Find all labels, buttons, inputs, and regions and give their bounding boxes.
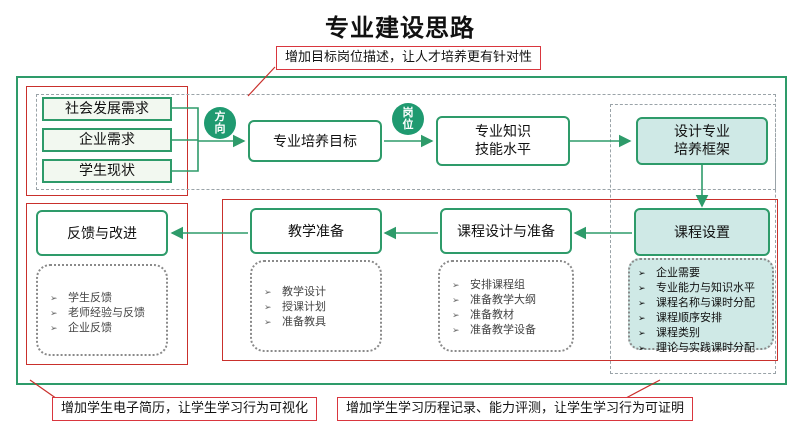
bottom-red-frame bbox=[222, 199, 778, 361]
feedback-red-frame bbox=[26, 203, 188, 365]
list-item: ➢准备教学大纲 bbox=[452, 293, 536, 306]
list-item: ➢理论与实践课时分配 bbox=[638, 341, 755, 354]
list-item: ➢准备教具 bbox=[264, 315, 326, 328]
note-learning-record: 增加学生学习历程记录、能力评测，让学生学习行为可证明 bbox=[337, 397, 694, 421]
course-design-list: ➢安排课程组 ➢准备教学大纲 ➢准备教材 ➢准备教学设备 bbox=[438, 260, 574, 352]
list-item: ➢企业需要 bbox=[638, 266, 700, 279]
teaching-prep-box: 教学准备 bbox=[250, 208, 382, 254]
course-setting-list: ➢企业需要 ➢专业能力与知识水平 ➢课程名称与课时分配 ➢课程顺序安排 ➢课程类… bbox=[628, 258, 774, 354]
list-item: ➢课程类别 bbox=[638, 326, 700, 339]
feedback-list: ➢学生反馈 ➢老师经验与反馈 ➢企业反馈 bbox=[36, 264, 168, 356]
right-dashed-region bbox=[610, 104, 776, 374]
callout-line-top bbox=[247, 66, 276, 97]
course-design-box: 课程设计与准备 bbox=[440, 208, 572, 254]
goal-box: 专业培养目标 bbox=[248, 120, 382, 162]
outer-green-frame bbox=[16, 76, 787, 385]
list-item: ➢课程顺序安排 bbox=[638, 311, 722, 324]
list-item: ➢企业反馈 bbox=[50, 321, 112, 334]
list-item: ➢准备教学设备 bbox=[452, 323, 536, 336]
list-item: ➢授课计划 bbox=[264, 300, 326, 313]
teaching-prep-list: ➢教学设计 ➢授课计划 ➢准备教具 bbox=[250, 260, 382, 352]
list-item: ➢学生反馈 bbox=[50, 291, 112, 304]
input-enterprise-demand: 企业需求 bbox=[42, 128, 172, 152]
note-target-position: 增加目标岗位描述，让人才培养更有针对性 bbox=[276, 46, 542, 70]
input-student-status: 学生现状 bbox=[42, 159, 172, 183]
page-title: 专业建设思路 bbox=[325, 14, 475, 42]
feedback-box: 反馈与改进 bbox=[36, 210, 168, 256]
course-setting-box: 课程设置 bbox=[634, 208, 770, 256]
list-item: ➢课程名称与课时分配 bbox=[638, 296, 755, 309]
badge-position: 岗 位 bbox=[392, 103, 424, 135]
list-item: ➢教学设计 bbox=[264, 285, 326, 298]
inputs-red-frame bbox=[26, 86, 188, 196]
list-item: ➢准备教材 bbox=[452, 308, 514, 321]
skills-box: 专业知识 技能水平 bbox=[436, 116, 570, 166]
list-item: ➢专业能力与知识水平 bbox=[638, 281, 755, 294]
callout-line-bottom-right bbox=[625, 379, 661, 399]
input-bracket bbox=[172, 107, 199, 172]
framework-box: 设计专业 培养框架 bbox=[636, 117, 768, 165]
list-item: ➢安排课程组 bbox=[452, 278, 525, 291]
badge-direction: 方 向 bbox=[204, 107, 236, 139]
note-student-resume: 增加学生电子简历，让学生学习行为可视化 bbox=[52, 397, 318, 421]
input-social-demand: 社会发展需求 bbox=[42, 97, 172, 121]
list-item: ➢老师经验与反馈 bbox=[50, 306, 145, 319]
